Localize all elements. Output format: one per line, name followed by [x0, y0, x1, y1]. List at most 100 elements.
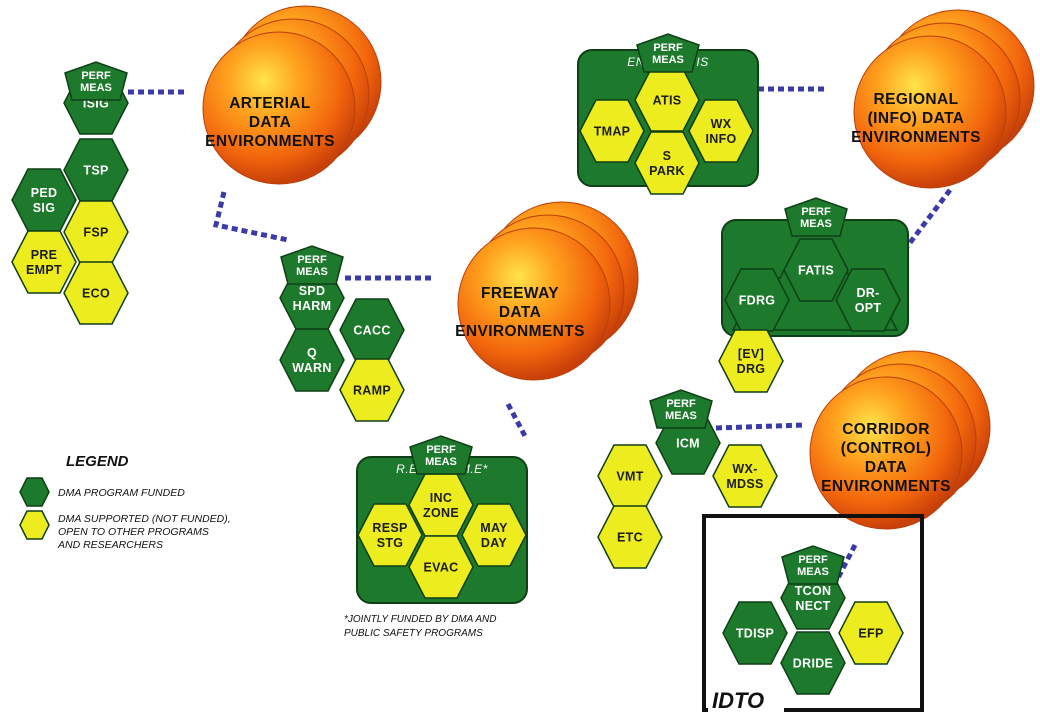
footnote-line: *JOINTLY FUNDED BY DMA AND	[344, 614, 496, 625]
env-line: CORRIDOR	[842, 421, 930, 438]
hex-shape	[718, 329, 784, 393]
hex-shape	[408, 535, 474, 599]
hex-ev-drg: [EV]DRG	[718, 329, 784, 393]
hex-label: S	[663, 149, 672, 163]
hex-label: ETC	[617, 531, 643, 545]
perf-meas-shape	[64, 61, 128, 101]
perf-meas-shape	[784, 197, 848, 237]
hex-label: WARN	[292, 361, 331, 375]
hex-dr-opt: DR-OPT	[835, 268, 901, 332]
perf-meas-label: MEAS	[425, 456, 457, 468]
hex-dride: DRIDE	[780, 631, 846, 695]
hex-shape	[11, 230, 77, 294]
hex-label: PARK	[649, 164, 685, 178]
hex-label: RESP	[372, 521, 407, 535]
hex-shape	[357, 503, 423, 567]
hex-label: RAMP	[353, 384, 391, 398]
env-line: DATA	[499, 304, 541, 321]
hex-ramp: RAMP	[339, 358, 405, 422]
idto-label-bg	[708, 686, 784, 712]
hex-label: STG	[377, 536, 404, 550]
freeway-data-environments: FREEWAY DATA ENVIRONMENTS	[455, 201, 639, 381]
perf-meas-label: PERF	[297, 254, 327, 266]
perf-meas-shape	[280, 245, 344, 285]
hex-label: PRE	[31, 248, 58, 262]
env-line: ENVIRONMENTS	[205, 133, 335, 150]
hex-label: TMAP	[594, 125, 631, 139]
hex-eco: ECO	[63, 261, 129, 325]
perf-meas-label: MEAS	[296, 266, 328, 278]
hex-label: WX-	[732, 462, 757, 476]
hex-cacc: CACC	[339, 298, 405, 362]
perf-meas-shape	[781, 545, 845, 585]
hex-label: ZONE	[423, 506, 459, 520]
hex-label: EMPT	[26, 263, 62, 277]
perf-meas-label: MEAS	[800, 218, 832, 230]
hex-shape	[279, 328, 345, 392]
idto-label: IDTO	[712, 688, 764, 713]
perf-meas-shape	[409, 435, 473, 475]
legend: LEGEND DMA PROGRAM FUNDED DMA SUPPORTED …	[19, 453, 231, 551]
legend-supported-swatch	[19, 510, 50, 540]
perf-meas-shape	[636, 33, 700, 73]
hex-fdrg: FDRG	[724, 268, 790, 332]
perf-meas-label: PERF	[798, 554, 828, 566]
hex-shape	[722, 601, 788, 665]
hex-evac: EVAC	[408, 535, 474, 599]
hex-label: FDRG	[739, 294, 776, 308]
hex-label: Q	[307, 346, 317, 360]
hex-tmap: TMAP	[579, 99, 645, 163]
hex-shape	[780, 631, 846, 695]
hex-etc: ETC	[597, 505, 663, 569]
hex-shape	[712, 444, 778, 508]
hex-label: FATIS	[798, 264, 834, 278]
hex-shape	[724, 268, 790, 332]
hex-label: DRG	[737, 362, 766, 376]
hex-shape	[597, 505, 663, 569]
hex-shape	[835, 268, 901, 332]
hex-label: MAY	[480, 521, 508, 535]
env-line: ENVIRONMENTS	[851, 129, 981, 146]
hex-label: INC	[430, 491, 452, 505]
legend-funded-label: DMA PROGRAM FUNDED	[58, 487, 185, 499]
hex-label: EFP	[858, 627, 883, 641]
legend-supported-line: DMA SUPPORTED (NOT FUNDED),	[58, 513, 231, 525]
env-line: (INFO) DATA	[868, 110, 965, 127]
hex-label: HARM	[293, 299, 332, 313]
hex-label: TCON	[795, 584, 832, 598]
hex-label: VMT	[616, 470, 643, 484]
hex-shape	[63, 261, 129, 325]
hex-label: DR-	[856, 286, 879, 300]
hex-efp: EFP	[838, 601, 904, 665]
hex-label: INFO	[705, 132, 736, 146]
hex-shape	[11, 168, 77, 232]
hex-shape	[579, 99, 645, 163]
legend-title: LEGEND	[66, 453, 129, 470]
idto-frame	[702, 514, 924, 712]
legend-supported-line: OPEN TO OTHER PROGRAMS	[58, 526, 209, 538]
hex-label: EVAC	[423, 561, 458, 575]
perf-meas-label: MEAS	[80, 82, 112, 94]
hex-fsp: FSP	[63, 200, 129, 264]
perf-meas-label: PERF	[81, 70, 111, 82]
hex-label: DRIDE	[793, 657, 833, 671]
hex-label: CACC	[353, 324, 390, 338]
hex-shape	[838, 601, 904, 665]
hex-shape	[634, 131, 700, 195]
hex-label: FSP	[83, 226, 108, 240]
hex-label: OPT	[855, 301, 882, 315]
perf-meas-label: PERF	[666, 398, 696, 410]
